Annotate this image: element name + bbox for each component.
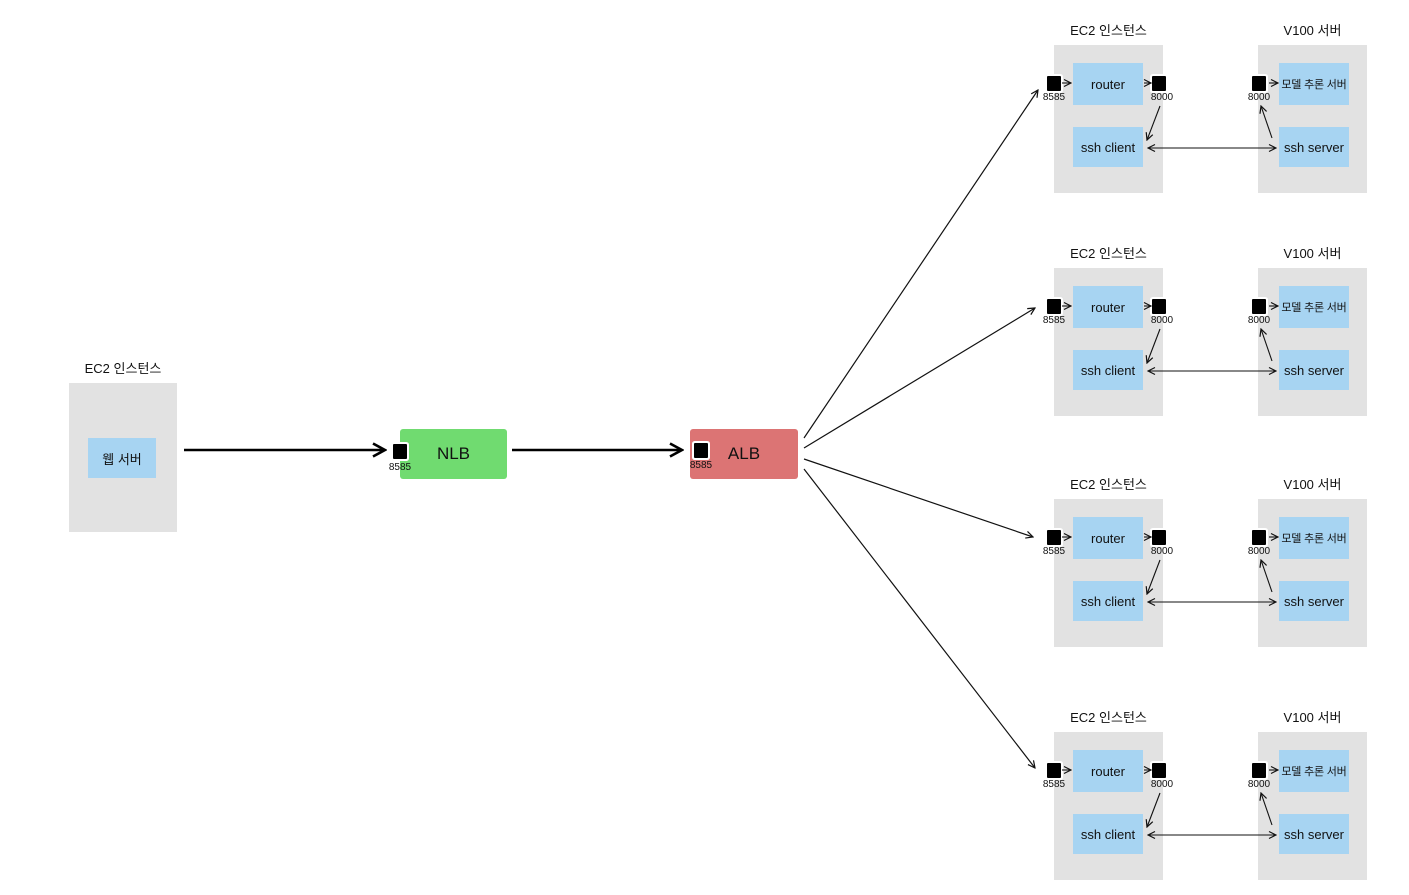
port-8000-label: 8000	[1150, 546, 1174, 557]
v100-group-title: V100 서버	[1283, 23, 1342, 38]
v100-port-8000-marker	[1252, 76, 1266, 91]
ssh-server-node: ssh server	[1279, 814, 1349, 854]
web-server-node: 웹 서버	[88, 438, 156, 478]
ec2-group-title: EC2 인스턴스	[1070, 23, 1147, 38]
backend-group-2: EC2 인스턴스 router 8585 8000 ssh client V10…	[1040, 246, 1409, 420]
ssh-client-node: ssh client	[1073, 350, 1143, 390]
port-8000-label: 8000	[1150, 779, 1174, 790]
web-ec2-title: EC2 인스턴스	[84, 361, 162, 376]
v100-port-8000-label: 8000	[1247, 779, 1271, 790]
nlb-port-marker	[393, 444, 407, 459]
ssh-client-node: ssh client	[1073, 581, 1143, 621]
ssh-server-node: ssh server	[1279, 581, 1349, 621]
ssh-client-node: ssh client	[1073, 127, 1143, 167]
port-8585-marker	[1047, 299, 1061, 314]
v100-port-8000-label: 8000	[1247, 92, 1271, 103]
model-inference-node: 모델 추론 서버	[1279, 750, 1349, 792]
port-8000-marker	[1152, 763, 1166, 778]
v100-port-8000-marker	[1252, 530, 1266, 545]
alb-fanout-arrow-2	[803, 308, 1035, 449]
model-inference-node: 모델 추론 서버	[1279, 517, 1349, 559]
port-8585-marker	[1047, 763, 1061, 778]
router-node: router	[1073, 750, 1143, 792]
nlb-box: NLB	[400, 429, 507, 479]
port-8585-marker	[1047, 530, 1061, 545]
port-8000-marker	[1152, 530, 1166, 545]
nlb-port-label: 8585	[388, 462, 412, 473]
ssh-client-node: ssh client	[1073, 814, 1143, 854]
backend-group-1: EC2 인스턴스 router 8585 8000 ssh client V10…	[1040, 23, 1409, 197]
port-8585-label: 8585	[1042, 315, 1066, 326]
model-inference-node: 모델 추론 서버	[1279, 63, 1349, 105]
v100-port-8000-label: 8000	[1247, 546, 1271, 557]
port-8585-label: 8585	[1042, 546, 1066, 557]
alb-box: ALB	[690, 429, 798, 479]
alb-port-marker	[694, 443, 708, 458]
ssh-server-node: ssh server	[1279, 127, 1349, 167]
port-8585-label: 8585	[1042, 92, 1066, 103]
port-8000-marker	[1152, 299, 1166, 314]
ec2-group-title: EC2 인스턴스	[1070, 710, 1147, 725]
v100-group-title: V100 서버	[1283, 246, 1342, 261]
v100-port-8000-marker	[1252, 763, 1266, 778]
alb-fanout-arrow-1	[803, 90, 1038, 439]
backend-group-4: EC2 인스턴스 router 8585 8000 ssh client V10…	[1040, 710, 1409, 884]
port-8585-marker	[1047, 76, 1061, 91]
router-node: router	[1073, 63, 1143, 105]
port-8000-label: 8000	[1150, 315, 1174, 326]
alb-fanout-arrow-4	[803, 468, 1035, 768]
alb-port-label: 8585	[689, 460, 713, 471]
ec2-group-title: EC2 인스턴스	[1070, 246, 1147, 261]
v100-port-8000-marker	[1252, 299, 1266, 314]
port-8000-label: 8000	[1150, 92, 1174, 103]
model-inference-node: 모델 추론 서버	[1279, 286, 1349, 328]
v100-port-8000-label: 8000	[1247, 315, 1271, 326]
router-node: router	[1073, 517, 1143, 559]
alb-fanout-arrow-3	[803, 458, 1033, 537]
router-node: router	[1073, 286, 1143, 328]
ec2-group-title: EC2 인스턴스	[1070, 477, 1147, 492]
port-8000-marker	[1152, 76, 1166, 91]
v100-group-title: V100 서버	[1283, 477, 1342, 492]
v100-group-title: V100 서버	[1283, 710, 1342, 725]
port-8585-label: 8585	[1042, 779, 1066, 790]
ssh-server-node: ssh server	[1279, 350, 1349, 390]
backend-group-3: EC2 인스턴스 router 8585 8000 ssh client V10…	[1040, 477, 1409, 651]
